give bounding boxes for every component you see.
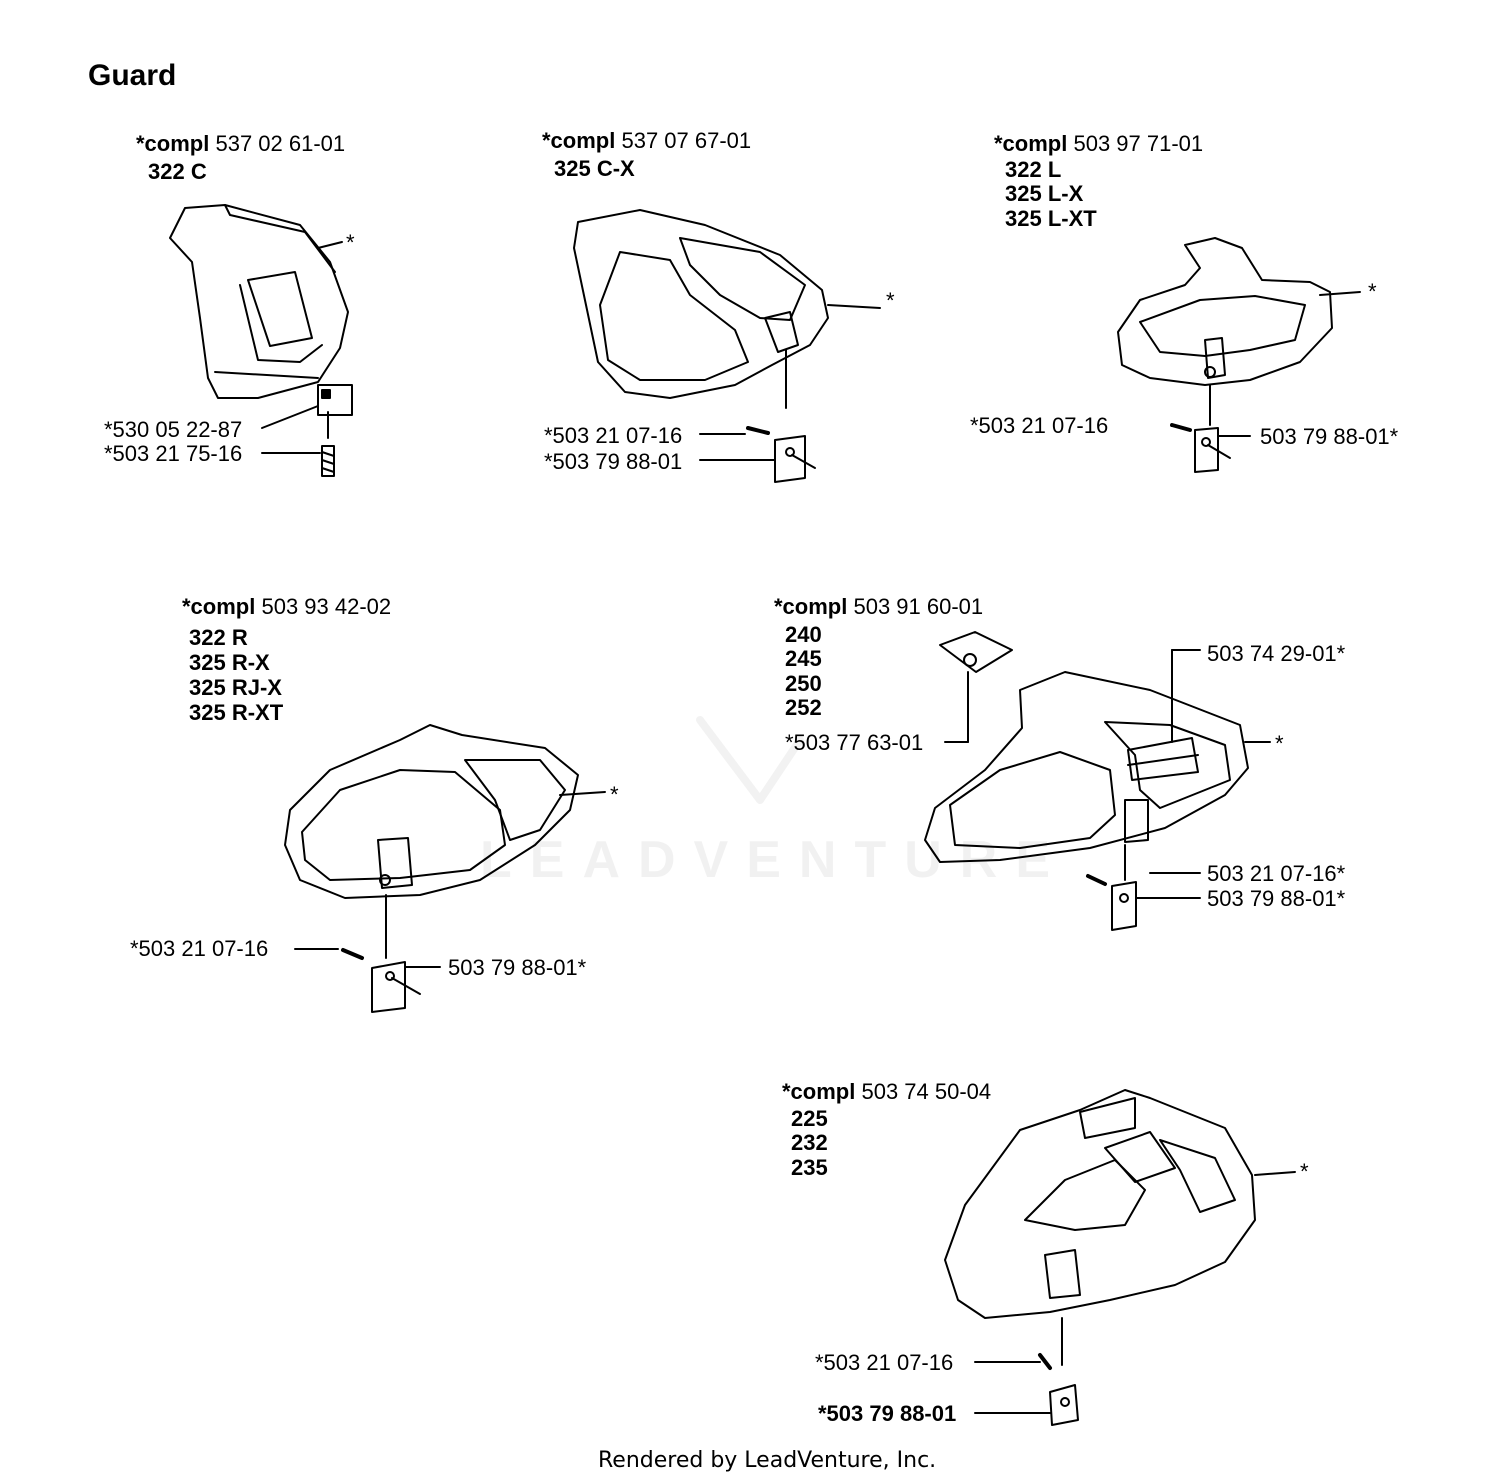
callout-label: * [346, 230, 355, 255]
model-label: 325 R-X [189, 650, 270, 675]
model-label: 322 R [189, 625, 248, 650]
callout-label: *503 21 75-16 [104, 441, 243, 466]
callout-label: * [1368, 279, 1377, 304]
model-label: 322 L [1005, 157, 1062, 182]
compl-label-5: *compl 503 91 60-01 [774, 594, 984, 619]
callout-label: * [1275, 731, 1284, 756]
model-label: 325 RJ-X [189, 675, 282, 700]
callout-label: 503 79 88-01* [448, 955, 587, 980]
guard-225-drawing [944, 1089, 1296, 1426]
guard-325cx-drawing [573, 209, 881, 483]
guard-322r-drawing [284, 724, 606, 1013]
footer-credit: Rendered by LeadVenture, Inc. [598, 1448, 937, 1473]
callout-label: *530 05 22-87 [104, 417, 243, 442]
callout-label: *503 79 88-01 [544, 449, 683, 474]
callout-label: 503 79 88-01* [1260, 424, 1399, 449]
model-label: 250 [785, 671, 822, 696]
model-label: 322 C [148, 159, 207, 184]
model-label: 225 [791, 1106, 828, 1131]
callout-label: *503 77 63-01 [785, 730, 924, 755]
guard-322l-drawing [1117, 237, 1361, 473]
callout-label: * [610, 782, 619, 807]
callout-label: *503 21 07-16 [815, 1350, 954, 1375]
compl-label-1: *compl 537 02 61-01 [136, 131, 346, 156]
callout-label: 503 21 07-16* [1207, 861, 1346, 886]
page-title: Guard [88, 59, 177, 92]
watermark-text: LEADVENTURE [480, 831, 1069, 889]
callout-label: *503 21 07-16 [130, 936, 269, 961]
guard-240-drawing [924, 631, 1271, 931]
compl-label-3: *compl 503 97 71-01 [994, 131, 1204, 156]
compl-label-2: *compl 537 07 67-01 [542, 128, 752, 153]
callout-label: * [886, 288, 895, 313]
model-label: 240 [785, 622, 822, 647]
callout-label: *503 79 88-01 [818, 1401, 957, 1426]
callout-label: *503 21 07-16 [544, 423, 683, 448]
compl-label-4: *compl 503 93 42-02 [182, 594, 392, 619]
model-label: 252 [785, 695, 822, 720]
callout-label: *503 21 07-16 [970, 413, 1109, 438]
model-label: 325 C-X [554, 156, 635, 181]
callout-label: 503 74 29-01* [1207, 641, 1346, 666]
guard-322c-drawing [169, 204, 353, 477]
callout-label: 503 79 88-01* [1207, 886, 1346, 911]
model-label: 325 R-XT [189, 700, 284, 725]
compl-label-6: *compl 503 74 50-04 [782, 1079, 992, 1104]
callout-label: * [1300, 1159, 1309, 1184]
model-label: 325 L-XT [1005, 206, 1097, 231]
model-label: 325 L-X [1005, 181, 1084, 206]
model-label: 245 [785, 646, 822, 671]
watermark-logo [696, 716, 804, 804]
model-label: 235 [791, 1155, 828, 1180]
model-label: 232 [791, 1130, 828, 1155]
